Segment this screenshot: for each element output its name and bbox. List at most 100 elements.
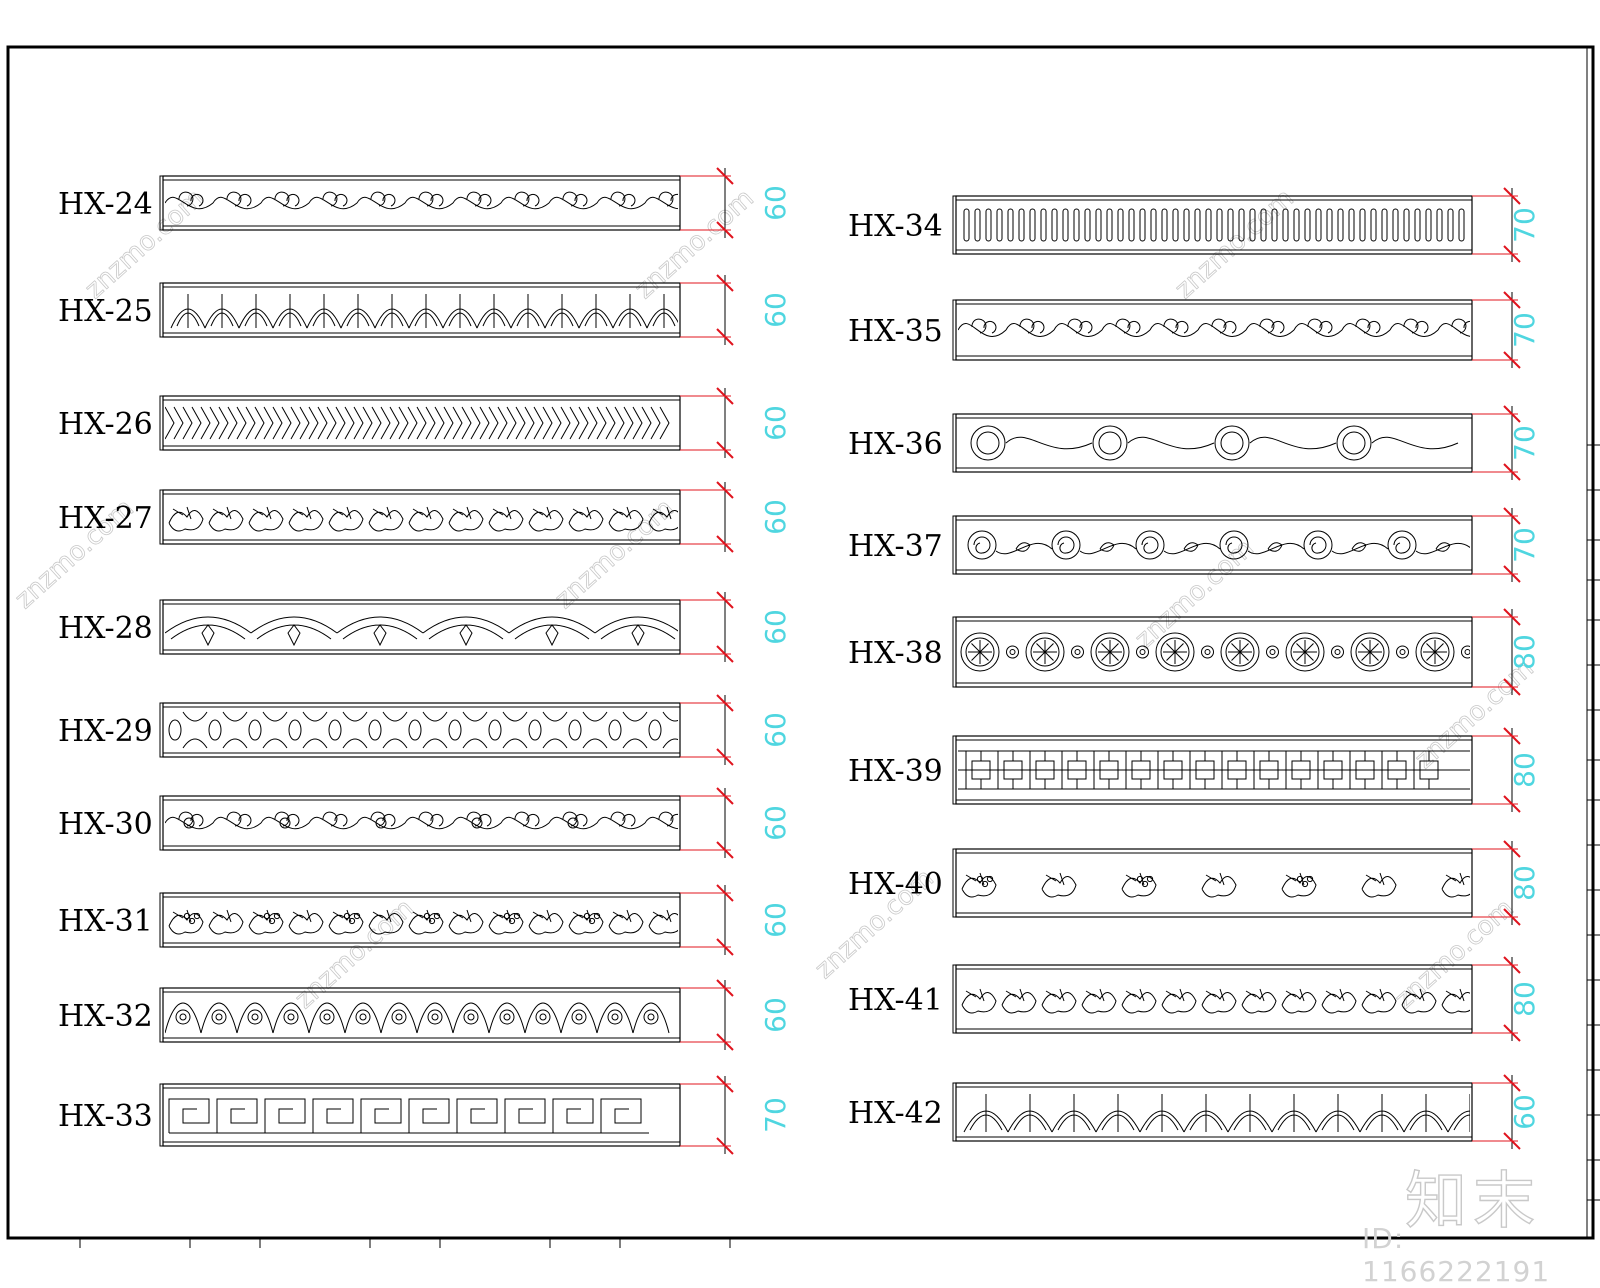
dimension-line <box>1472 727 1521 813</box>
dimension-value: 80 <box>1508 634 1541 670</box>
dimension-line <box>680 167 734 239</box>
moulding-label: HX-30 <box>58 807 153 842</box>
moulding-hx-42: HX-42 60 <box>848 1074 1541 1150</box>
dimension-value: 60 <box>759 712 792 748</box>
moulding-hx-27: HX-27 60 <box>58 481 792 553</box>
dimension-line <box>680 1075 734 1155</box>
carving-pattern <box>165 616 678 647</box>
carving-pattern <box>165 406 670 440</box>
moulding-hx-35: HX-35 70 <box>848 291 1541 369</box>
moulding-hx-34: HX-34 70 <box>848 187 1541 263</box>
dimension-value: 60 <box>759 405 792 441</box>
carving-pattern <box>168 1098 649 1134</box>
dimension-value: 70 <box>759 1097 792 1133</box>
moulding-label: HX-24 <box>58 187 153 222</box>
carving-pattern <box>958 750 1470 790</box>
carving-pattern <box>958 318 1470 337</box>
dimension-value: 60 <box>759 997 792 1033</box>
watermark-id: ID: 1166222191 <box>1362 1222 1551 1288</box>
moulding-hx-39: HX-39 80 <box>848 727 1541 813</box>
moulding-hx-33: HX-33 70 <box>58 1075 792 1155</box>
frame-ticks <box>1587 444 1600 1201</box>
moulding-label: HX-39 <box>848 754 943 789</box>
dimension-value: 60 <box>759 609 792 645</box>
dimension-line <box>1472 291 1521 369</box>
dimension-line <box>1472 840 1521 926</box>
moulding-label: HX-36 <box>848 427 943 462</box>
moulding-label: HX-33 <box>58 1099 153 1134</box>
carving-pattern <box>961 872 1470 898</box>
moulding-hx-36: HX-36 70 <box>848 405 1541 481</box>
dimension-value: 70 <box>1508 527 1541 563</box>
moulding-label: HX-42 <box>848 1096 943 1131</box>
moulding-hx-26: HX-26 60 <box>58 387 792 459</box>
moulding-hx-28: HX-28 60 <box>58 591 792 663</box>
carving-pattern <box>168 506 678 532</box>
moulding-label: HX-41 <box>848 983 943 1018</box>
carving-pattern <box>165 811 678 830</box>
moulding-label: HX-37 <box>848 529 943 564</box>
dimension-line <box>680 591 734 663</box>
carving-pattern <box>168 909 678 935</box>
carving-pattern <box>960 632 1470 672</box>
moulding-hx-38: HX-38 80 <box>848 608 1541 696</box>
dimension-line <box>680 694 734 766</box>
dimension-value: 70 <box>1508 312 1541 348</box>
dimension-value: 80 <box>1508 752 1541 788</box>
carving-pattern <box>970 425 1459 461</box>
moulding-label: HX-29 <box>58 714 153 749</box>
moulding-label: HX-34 <box>848 209 943 244</box>
dimension-value: 60 <box>759 292 792 328</box>
moulding-label: HX-32 <box>58 999 153 1034</box>
moulding-hx-32: HX-32 60 <box>58 979 792 1051</box>
moulding-label: HX-40 <box>848 867 943 902</box>
watermark-logo: 知末 <box>1404 1163 1542 1237</box>
dimension-value: 70 <box>1508 425 1541 461</box>
dimension-line <box>1472 608 1521 696</box>
moulding-hx-30: HX-30 60 <box>58 787 792 859</box>
dimension-value: 60 <box>759 902 792 938</box>
dimension-line <box>680 387 734 459</box>
dimension-line <box>1472 187 1521 263</box>
moulding-label: HX-26 <box>58 407 153 442</box>
carving-pattern <box>168 711 678 749</box>
dimension-value: 60 <box>759 499 792 535</box>
dimension-value: 60 <box>759 185 792 221</box>
moulding-hx-37: HX-37 70 <box>848 507 1541 583</box>
moulding-hx-29: HX-29 60 <box>58 694 792 766</box>
dimension-value: 80 <box>1508 865 1541 901</box>
moulding-hx-24: HX-24 60 <box>58 167 792 239</box>
moulding-label: HX-27 <box>58 501 153 536</box>
moulding-label: HX-28 <box>58 611 153 646</box>
moulding-hx-40: HX-40 80 <box>848 840 1541 926</box>
dimension-line <box>1472 405 1521 481</box>
carving-pattern <box>165 191 678 210</box>
moulding-label: HX-38 <box>848 636 943 671</box>
moulding-label: HX-31 <box>58 904 153 939</box>
dimension-value: 70 <box>1508 207 1541 243</box>
carving-pattern <box>165 1002 670 1034</box>
carving-pattern <box>963 1094 1470 1133</box>
dimension-line <box>680 884 734 956</box>
dimension-value: 80 <box>1508 981 1541 1017</box>
dimension-line <box>1472 507 1521 583</box>
dimension-line <box>680 274 734 346</box>
moulding-hx-25: HX-25 60 <box>58 274 792 346</box>
title-strip <box>79 1238 731 1248</box>
dimension-value: 60 <box>1508 1094 1541 1130</box>
sheet-border <box>6 45 1595 1240</box>
dimension-line <box>1472 1074 1521 1150</box>
carving-pattern <box>967 530 1470 560</box>
dimension-line <box>680 979 734 1051</box>
moulding-label: HX-35 <box>848 314 943 349</box>
carving-pattern <box>961 988 1470 1014</box>
moulding-hx-41: HX-41 80 <box>848 956 1541 1042</box>
moulding-hx-31: HX-31 60 <box>58 884 792 956</box>
moulding-label: HX-25 <box>58 294 153 329</box>
dimension-value: 60 <box>759 805 792 841</box>
dimension-line <box>1472 956 1521 1042</box>
carving-pattern <box>963 208 1465 242</box>
